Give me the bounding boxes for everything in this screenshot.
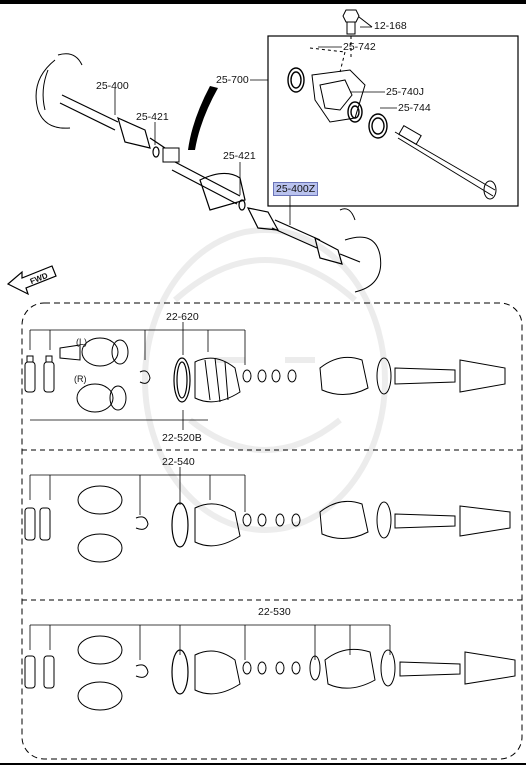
label-bolt: 12-168: [374, 20, 407, 32]
bracket-540: [29, 467, 246, 515]
ring-740-icon: [347, 101, 363, 123]
label-clip-a: 25-421: [136, 111, 169, 123]
cv-joint-r-icon: [76, 383, 127, 413]
small-rings-1-icon: [242, 369, 297, 383]
clamp-2-icon: [135, 516, 149, 530]
knuckle-left-icon: [35, 53, 83, 129]
grease-tubes-3-icon: [24, 655, 55, 689]
label-part-744: 25-744: [398, 102, 431, 114]
ring-744-icon: [368, 113, 388, 139]
pointer-arrow-icon: [188, 86, 218, 150]
label-kit-620: 22-620: [166, 311, 199, 323]
label-kit-530: 22-530: [258, 606, 291, 618]
boot-band-3-icon: [171, 649, 189, 695]
fwd-arrow-icon: [6, 265, 57, 296]
outer-boot-3-icon: [309, 648, 516, 689]
boot-band-1-icon: [173, 357, 191, 403]
clip-a-icon: [152, 146, 160, 158]
drive-shaft-right-icon: [246, 207, 361, 265]
grease-tubes-icon: [24, 355, 55, 393]
boot-2-icon: [194, 503, 241, 547]
small-rings-2-icon: [242, 513, 301, 527]
label-part-742: 25-742: [343, 41, 376, 53]
grease-tubes-2-icon: [24, 507, 51, 541]
label-part-740: 25-740J: [386, 86, 424, 98]
bracket-620: [29, 322, 246, 430]
ring-742-icon: [287, 67, 305, 93]
outer-boot-1-icon: [319, 356, 506, 395]
leader-lines-top: [114, 26, 397, 225]
kit-frame: [21, 302, 523, 760]
small-rings-3-icon: [242, 661, 301, 675]
label-side-l: (L): [76, 337, 87, 347]
inset-shaft-icon: [394, 124, 497, 200]
boot-1-icon: [194, 357, 241, 403]
label-kit-540: 22-540: [162, 456, 195, 468]
clip-b-icon: [238, 199, 246, 211]
inset-box: [267, 35, 519, 207]
bolt-icon: [342, 9, 373, 35]
tripod-icon: [162, 147, 180, 163]
cv-joint-3-icon: [77, 635, 123, 711]
top-rule: [0, 0, 526, 4]
label-clip-b: 25-421: [223, 150, 256, 162]
boot-band-2-icon: [171, 502, 189, 548]
label-side-r: (R): [74, 374, 87, 384]
drive-shaft-left-icon: [59, 94, 166, 149]
drive-shaft-center-icon: [171, 161, 246, 211]
cv-housing-icon: [309, 47, 366, 123]
outer-boot-2-icon: [319, 500, 511, 539]
cv-joint-l-icon: [59, 337, 129, 367]
boot-3-icon: [194, 650, 241, 695]
label-kit-700: 25-700: [216, 74, 249, 86]
bracket-530: [29, 624, 391, 660]
label-shaft-left: 25-400: [96, 80, 129, 92]
label-shaft-right-highlighted[interactable]: 25-400Z: [273, 182, 319, 196]
clamp-3-icon: [135, 664, 149, 678]
clamp-1-icon: [139, 370, 151, 384]
label-kit-520: 22-520B: [162, 432, 202, 444]
knuckle-right-icon: [339, 208, 382, 293]
cv-joint-2-icon: [77, 485, 123, 563]
